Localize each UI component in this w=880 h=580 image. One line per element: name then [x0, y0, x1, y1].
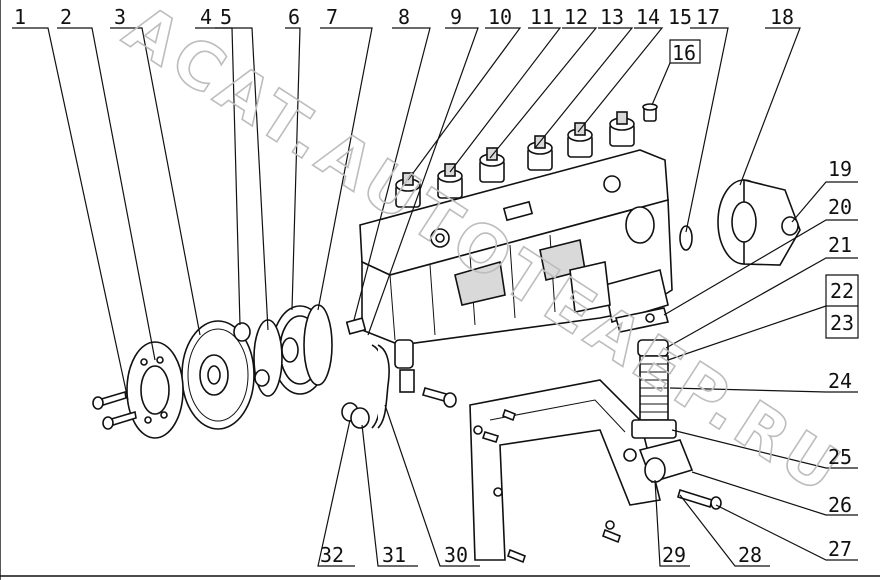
callout-4: 4 — [200, 5, 212, 29]
washer-17 — [679, 225, 693, 251]
flange-plate-2 — [126, 341, 184, 439]
parts-drawing — [92, 103, 801, 564]
front-coupling — [271, 304, 333, 395]
callout-7: 7 — [326, 5, 338, 29]
callout-1: 1 — [14, 5, 26, 29]
callout-11: 11 — [530, 5, 554, 29]
bolt-center — [422, 387, 457, 408]
callout-12: 12 — [564, 5, 588, 29]
callout-26: 26 — [828, 493, 852, 517]
callout-6: 6 — [288, 5, 300, 29]
callout-9: 9 — [450, 5, 462, 29]
callout-21: 21 — [828, 233, 852, 257]
callout-28: 28 — [738, 543, 762, 567]
nut-4 — [233, 322, 270, 387]
drive-gear-3 — [181, 320, 255, 430]
callout-17: 17 — [696, 5, 720, 29]
callout-14: 14 — [636, 5, 660, 29]
callout-32: 32 — [320, 543, 344, 567]
spring-stack-24 — [631, 339, 677, 439]
bolts-1 — [92, 390, 137, 430]
callout-16: 16 — [672, 41, 696, 65]
callout-27: 27 — [828, 537, 852, 561]
callout-13: 13 — [600, 5, 624, 29]
callout-31: 31 — [382, 543, 406, 567]
callout-24: 24 — [828, 369, 852, 393]
callout-25: 25 — [828, 445, 852, 469]
mount-plate-20 — [614, 307, 670, 333]
callout-22: 22 — [830, 279, 854, 303]
callout-3: 3 — [114, 5, 126, 29]
callout-labels: 1 2 3 4 5 6 7 8 9 10 11 12 13 14 15 16 1… — [14, 5, 854, 567]
pump-body — [359, 149, 673, 346]
end-cover-18 — [717, 178, 801, 266]
fuel-line-30 — [345, 317, 415, 429]
callout-2: 2 — [60, 5, 72, 29]
callout-30: 30 — [444, 543, 468, 567]
callout-15: 15 — [668, 5, 692, 29]
callout-8: 8 — [398, 5, 410, 29]
callout-20: 20 — [828, 195, 852, 219]
callout-29: 29 — [662, 543, 686, 567]
callout-23: 23 — [830, 311, 854, 335]
fittings-31-32 — [341, 402, 370, 429]
callout-10: 10 — [488, 5, 512, 29]
leader-lines — [12, 27, 859, 567]
callout-18: 18 — [770, 5, 794, 29]
support-bracket — [469, 379, 661, 564]
plug-16 — [642, 103, 658, 122]
callout-5: 5 — [220, 5, 232, 29]
callout-19: 19 — [828, 157, 852, 181]
